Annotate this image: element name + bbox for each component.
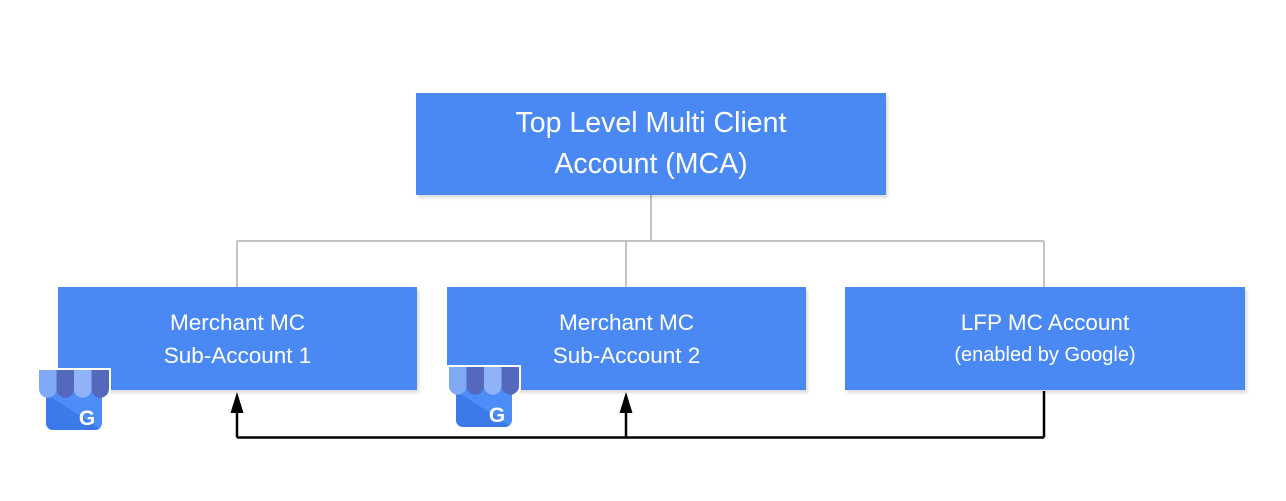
storefront-awning [449, 367, 519, 395]
tree-connector-path [236, 195, 1045, 288]
node-label-line: LFP MC Account [960, 309, 1130, 335]
node-label-line: Account (MCA) [554, 148, 748, 180]
storefront-awning [39, 370, 109, 398]
node-label-line: Sub-Account 1 [163, 342, 312, 368]
google-business-storefront-icon: G [37, 368, 111, 433]
google-business-storefront-icon: G [447, 365, 521, 430]
storefront-body-shade [456, 391, 512, 427]
arrowhead-up-icon [230, 392, 244, 413]
google-g-letter: G [489, 404, 505, 427]
node-lfp-mc-account: LFP MC Account (enabled by Google) [845, 287, 1245, 390]
node-label-line: Sub-Account 2 [552, 342, 701, 368]
node-label-line: (enabled by Google) [954, 343, 1136, 366]
node-label-line: Merchant MC [169, 309, 306, 335]
node-merchant-sub-account-1: Merchant MC Sub-Account 1 [58, 287, 417, 390]
node-label-line: Top Level Multi Client [515, 107, 787, 139]
arrowhead-up-icon [619, 392, 633, 413]
google-g-letter: G [79, 407, 95, 430]
storefront-body-shade [46, 394, 102, 430]
node-label-line: Merchant MC [558, 309, 695, 335]
flow-arrow-path [235, 391, 1046, 439]
node-top-level-mca: Top Level Multi Client Account (MCA) [416, 93, 886, 195]
